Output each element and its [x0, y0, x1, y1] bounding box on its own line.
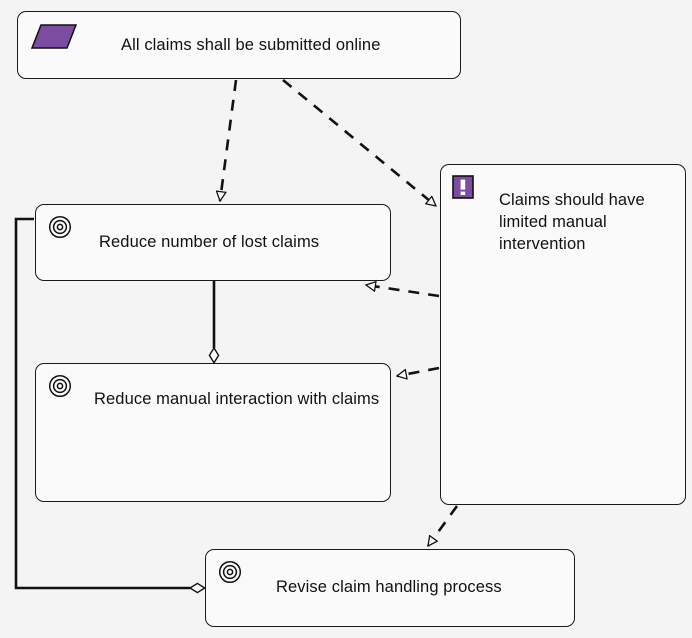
edge-constraint-to-reduce-lost-claims	[366, 285, 440, 298]
goal-label: Revise claim handling process	[276, 578, 502, 596]
edge-constraint-to-revise-claim-handling	[426, 505, 459, 546]
requirement-parallelogram-icon	[31, 24, 77, 49]
goal-label: Reduce manual interaction with claims	[94, 390, 380, 408]
constraint-label: Claims should have limited manual interv…	[499, 191, 650, 253]
goal-target-icon	[48, 215, 72, 239]
goal-label: Reduce number of lost claims	[99, 233, 320, 251]
goal-target-icon	[218, 560, 242, 584]
constraint-limited-manual-intervention[interactable]: Claims should have limited manual interv…	[440, 164, 686, 505]
edge-constraint-to-reduce-manual-interaction	[397, 366, 440, 376]
edge-requirement-to-constraint	[282, 78, 436, 208]
constraint-exclamation-icon	[452, 175, 474, 199]
goal-reduce-lost-claims[interactable]: Reduce number of lost claims	[35, 204, 391, 281]
goal-target-icon	[48, 374, 72, 398]
goal-reduce-manual-interaction[interactable]: Reduce manual interaction with claims	[35, 363, 391, 502]
edge-requirement-to-reduce-lost-claims	[220, 79, 238, 201]
requirement-label: All claims shall be submitted online	[121, 36, 381, 54]
requirement-all-claims-online[interactable]: All claims shall be submitted online	[17, 11, 461, 79]
goal-revise-claim-handling[interactable]: Revise claim handling process	[205, 549, 575, 627]
